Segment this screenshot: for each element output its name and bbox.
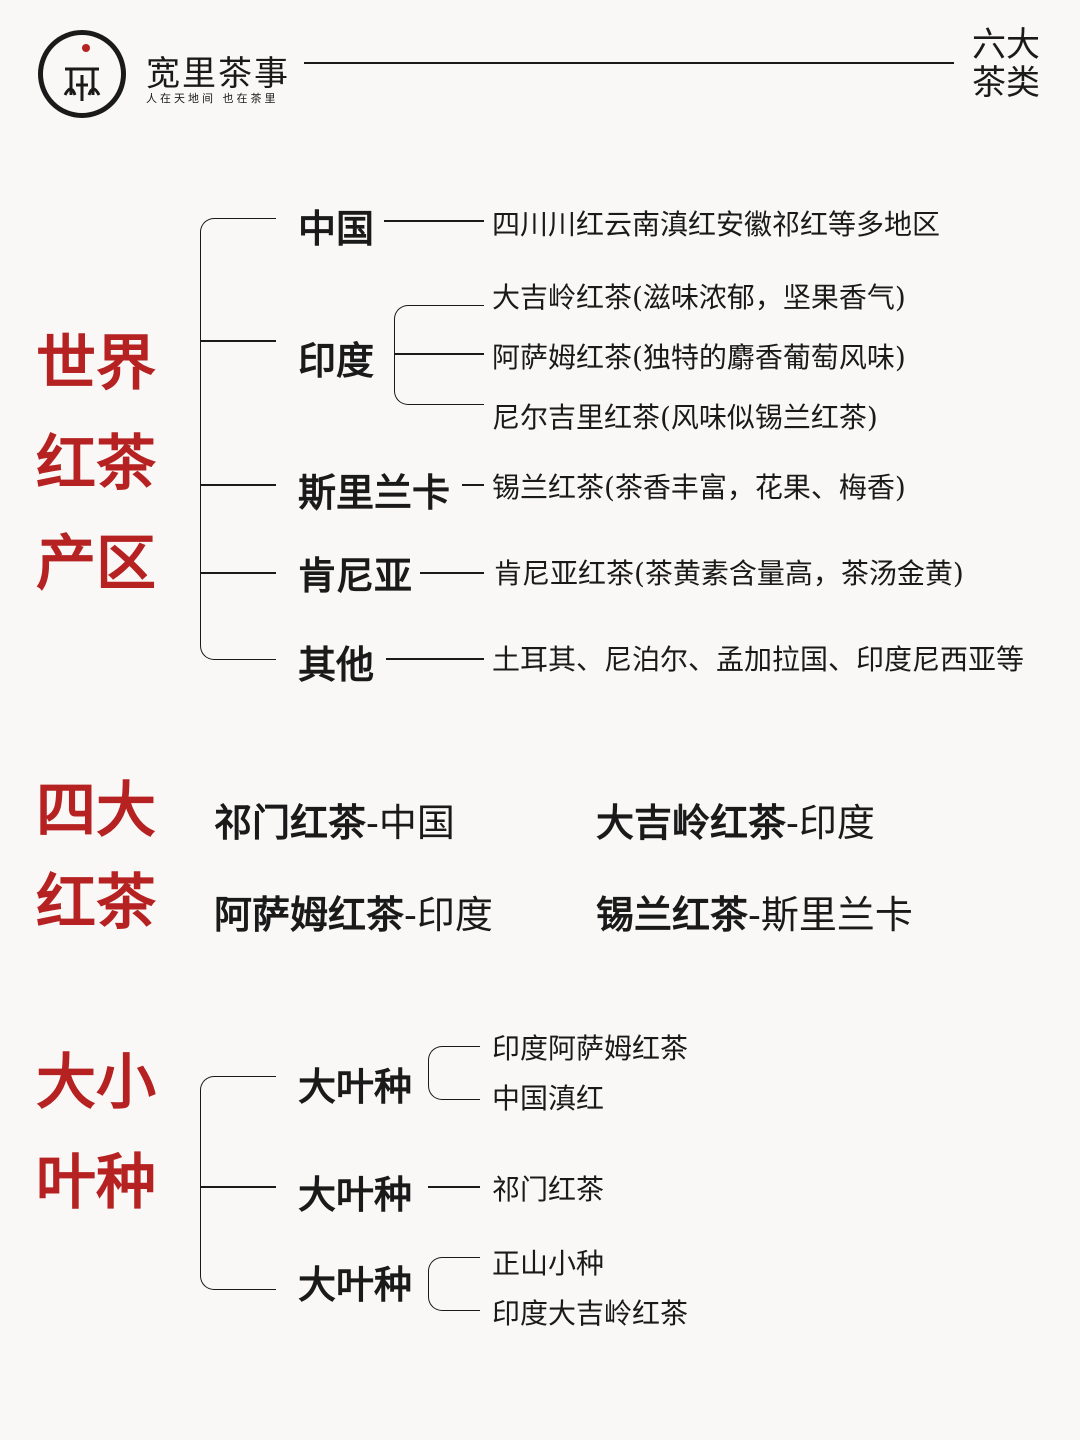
brand-name: 宽里茶事 [146,54,290,94]
section-title-famous: 四大红茶 [36,776,156,938]
connector [200,1186,276,1188]
section-title-regions: 世界红茶产区 [36,329,156,599]
connector [462,484,484,486]
logo-dot [82,44,90,52]
leaf-bracket [200,1076,276,1290]
region-detail: 阿萨姆红茶(独特的麝香葡萄风味) [492,341,906,374]
india-bracket [394,305,484,405]
connector [394,353,484,355]
header-divider [304,62,954,64]
leaf-sub-bracket [428,1046,480,1100]
connector [200,484,276,486]
region-detail: 锡兰红茶(茶香丰富，花果、梅香) [492,471,906,504]
famous-origin: -印度 [404,893,493,937]
leaf-group: 大叶种 [298,1172,413,1217]
region-detail: 尼尔吉里红茶(风味似锡兰红茶) [492,401,878,434]
famous-item: 锡兰红茶-斯里兰卡 [596,884,913,939]
leaf-group: 大叶种 [298,1262,413,1307]
region-srilanka: 斯里兰卡 [298,470,451,515]
region-other: 其他 [298,642,375,687]
famous-tea: 阿萨姆红茶 [214,892,405,937]
famous-tea: 锡兰红茶 [596,892,749,937]
corner-title: 六大茶类 [972,25,1040,103]
famous-origin: -斯里兰卡 [748,893,913,937]
connector [386,658,484,660]
leaf-item: 印度阿萨姆红茶 [492,1032,689,1065]
section-title-leaf: 大小叶种 [36,1048,156,1218]
region-detail: 大吉岭红茶(滋味浓郁，坚果香气) [492,281,906,314]
region-detail: 四川川红云南滇红安徽祁红等多地区 [492,208,941,241]
famous-item: 祁门红茶-中国 [214,792,455,847]
famous-tea: 祁门红茶 [214,800,367,845]
regions-bracket [200,218,276,660]
region-detail: 肯尼亚红茶(茶黄素含量高，茶汤金黄) [494,557,964,590]
leaf-item: 印度大吉岭红茶 [492,1297,689,1330]
region-detail: 土耳其、尼泊尔、孟加拉国、印度尼西亚等 [492,643,1025,676]
region-kenya: 肯尼亚 [298,553,413,598]
leaf-item: 祁门红茶 [492,1173,605,1206]
leaf-group: 大叶种 [298,1064,413,1109]
leaf-item: 中国滇红 [492,1082,605,1115]
logo-icon [38,30,126,118]
famous-item: 阿萨姆红茶-印度 [214,884,493,939]
leaf-sub-bracket [428,1257,480,1311]
connector [384,220,484,222]
famous-origin: -中国 [366,801,455,845]
leaf-item: 正山小种 [492,1247,605,1280]
region-china: 中国 [298,206,375,251]
region-india: 印度 [298,338,375,383]
brand-slogan: 人在天地间 也在茶里 [146,92,279,105]
connector [428,1186,480,1188]
famous-item: 大吉岭红茶-印度 [596,792,875,847]
connector [200,572,276,574]
famous-tea: 大吉岭红茶 [596,800,787,845]
logo-glyph [63,67,101,101]
connector [420,572,484,574]
famous-origin: -印度 [786,801,875,845]
connector [200,340,276,342]
